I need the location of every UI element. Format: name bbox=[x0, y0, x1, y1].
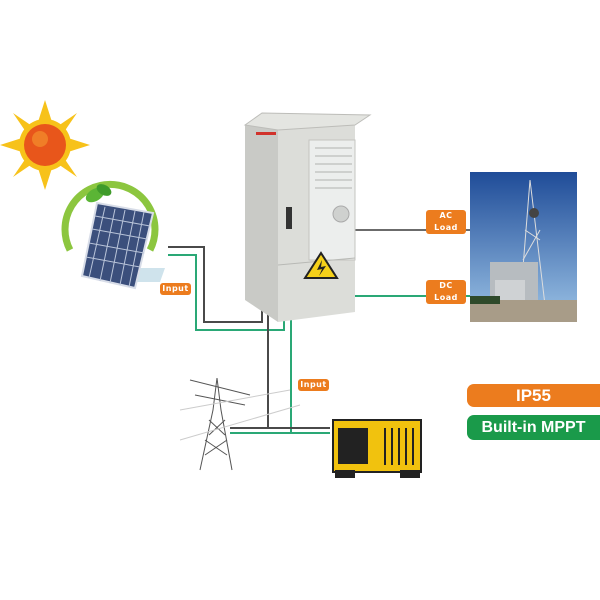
sun-icon bbox=[0, 100, 90, 190]
cabinet-icon bbox=[243, 112, 372, 322]
telecom-tower-photo bbox=[470, 172, 577, 322]
mppt-badge: Built-in MPPT bbox=[467, 415, 600, 440]
power-pylon-icon bbox=[179, 377, 301, 471]
ac-load-label: AC Load bbox=[426, 210, 466, 234]
wiring bbox=[168, 229, 470, 434]
solar-panel-icon bbox=[61, 180, 165, 290]
generator-input-label: Input bbox=[298, 379, 329, 391]
dc-load-label: DC Load bbox=[426, 280, 466, 304]
warning-icon bbox=[303, 251, 339, 279]
ip55-badge: IP55 bbox=[467, 384, 600, 407]
generator-icon bbox=[332, 419, 422, 478]
solar-input-label: Input bbox=[160, 283, 191, 295]
